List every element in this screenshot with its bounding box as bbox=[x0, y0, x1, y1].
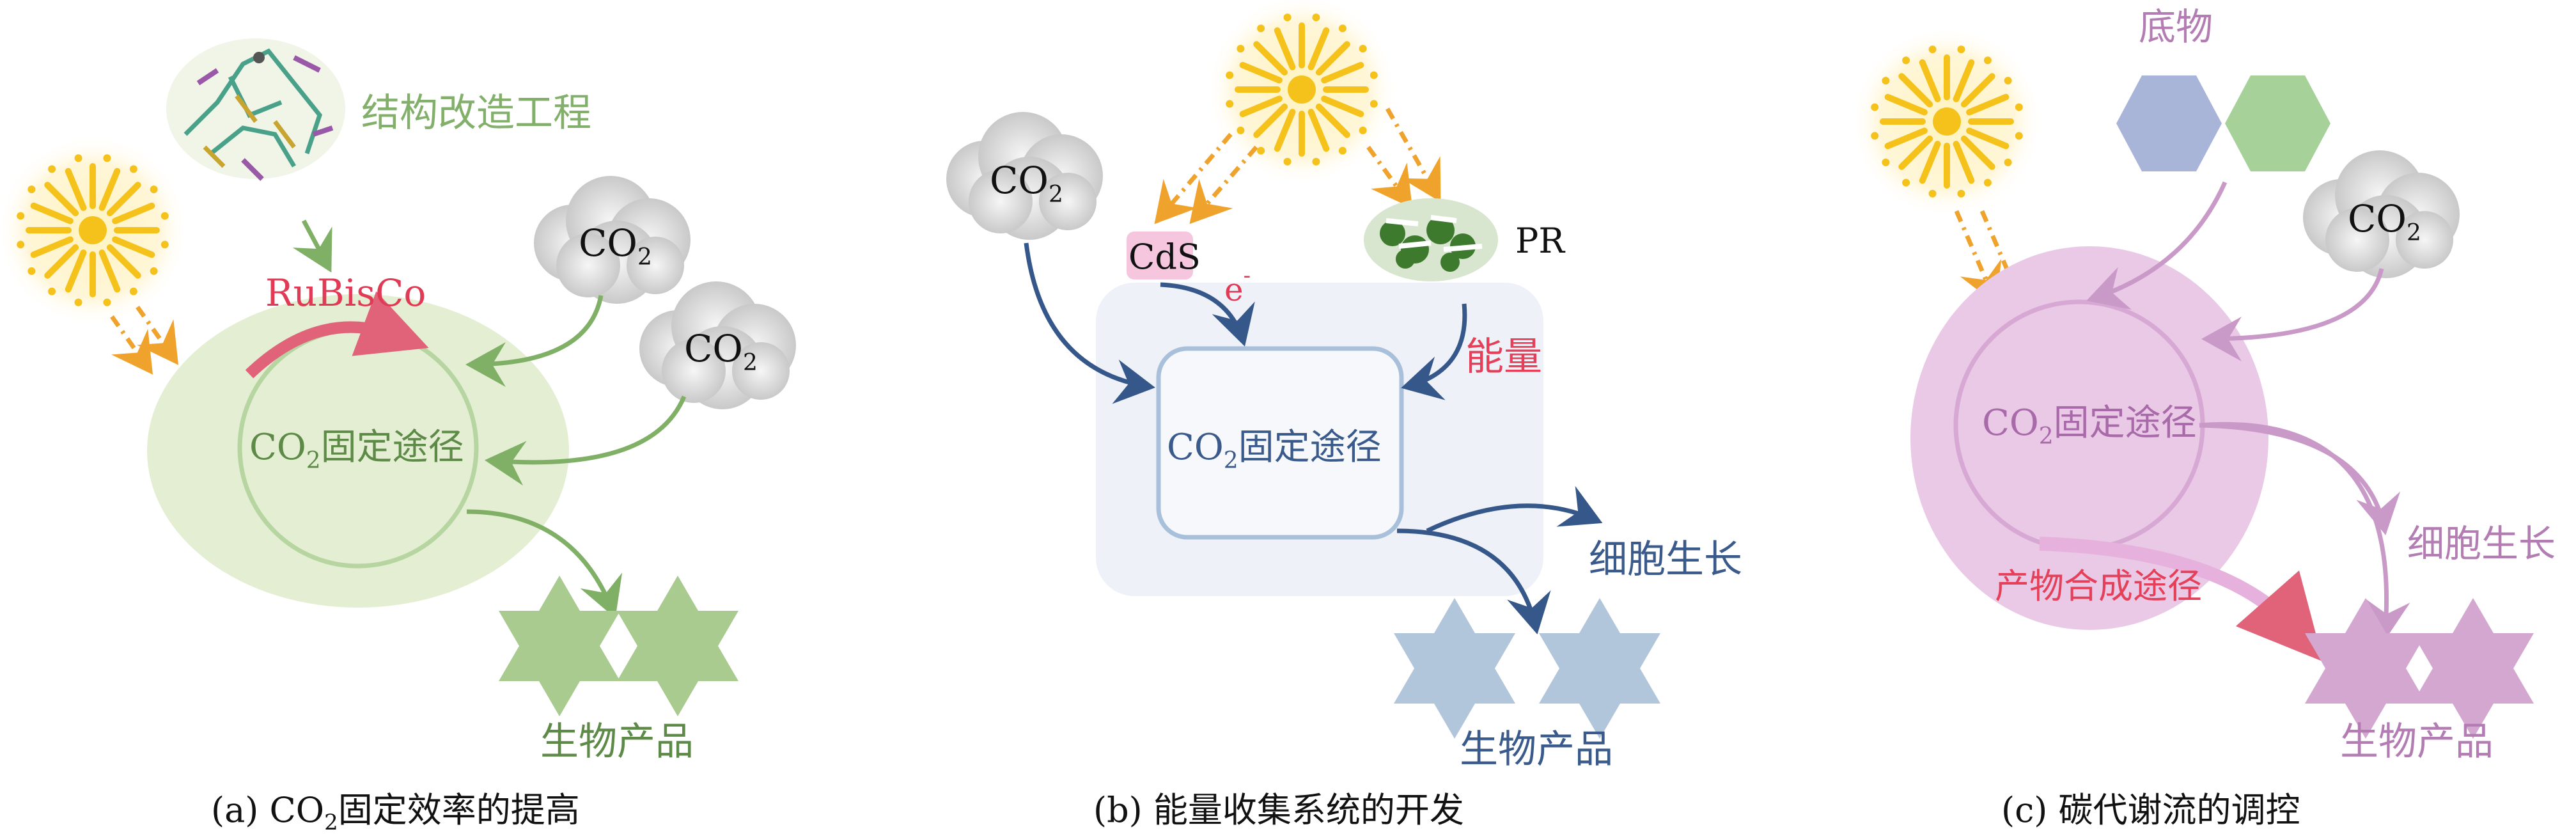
caption-c: (c) 碳代谢流的调控 bbox=[2001, 790, 2300, 830]
products-label: 生物产品 bbox=[540, 720, 694, 764]
products-label: 生物产品 bbox=[2340, 720, 2494, 764]
product-star-icon bbox=[499, 576, 620, 716]
product-star-icon bbox=[2412, 598, 2534, 739]
input-arrows bbox=[1024, 242, 1603, 634]
product-star-icon bbox=[1394, 598, 1515, 739]
pathway-label: CO2固定途径 bbox=[1982, 402, 2197, 450]
synthesis-arrow bbox=[2039, 537, 2323, 662]
co2-label: CO2 bbox=[684, 327, 758, 376]
panel-b: CO2固定途径 CO2 CdS e- PR 能量 细胞生长 bbox=[946, 0, 1742, 830]
growth-label: 细胞生长 bbox=[2407, 522, 2556, 565]
sun-icon bbox=[1851, 26, 2043, 217]
co2-label: CO2 bbox=[990, 159, 1063, 208]
cell-ellipse bbox=[1910, 246, 2268, 630]
substrate-hexagon-icon bbox=[2116, 75, 2222, 171]
caption-a: (a) CO2固定效率的提高 bbox=[211, 790, 580, 834]
energy-label: 能量 bbox=[1465, 334, 1542, 379]
proteorhodopsin-icon bbox=[1364, 198, 1498, 281]
light-arrows bbox=[110, 305, 179, 375]
pr-label: PR bbox=[1515, 221, 1565, 261]
cds-label: CdS bbox=[1128, 237, 1201, 277]
engineering-label: 结构改造工程 bbox=[361, 91, 591, 136]
product-star-icon bbox=[1539, 598, 1660, 739]
pathway-label: CO2固定途径 bbox=[249, 427, 464, 474]
pathway-label: CO2固定途径 bbox=[1167, 427, 1382, 474]
products-label: 生物产品 bbox=[1460, 727, 1613, 772]
panel-a: 结构改造工程 RuBisCo CO2固定途径 CO2 CO2 生物产品 (a) … bbox=[0, 38, 796, 834]
co2-input-arrows bbox=[465, 295, 687, 618]
fixation-box bbox=[1156, 346, 1404, 540]
substrate-label: 底物 bbox=[2139, 5, 2213, 49]
flow-arrows bbox=[2086, 181, 2410, 641]
product-star-icon bbox=[617, 576, 738, 716]
co2-label: CO2 bbox=[579, 221, 652, 271]
co2-label: CO2 bbox=[2348, 197, 2421, 246]
engineering-arrow bbox=[292, 219, 332, 273]
cds-badge bbox=[1127, 232, 1193, 279]
caption-b: (b) 能量收集系统的开发 bbox=[1093, 790, 1464, 830]
growth-label: 细胞生长 bbox=[1589, 537, 1742, 582]
sun-icon bbox=[1206, 0, 1398, 185]
product-star-icon bbox=[2305, 598, 2426, 739]
protein-structure-icon bbox=[166, 38, 345, 181]
sun-icon bbox=[0, 134, 189, 326]
light-arrows bbox=[1154, 107, 1441, 224]
substrate-hexagon-icon bbox=[2225, 75, 2330, 171]
synthesis-label: 产物合成途径 bbox=[1995, 566, 2202, 606]
panel-c: CO2固定途径 底物 CO2 产物合成途径 细胞生长 生物产品 (c) 碳代谢流… bbox=[1851, 5, 2556, 830]
rubisco-arrow bbox=[245, 291, 429, 379]
rubisco-label: RuBisCo bbox=[265, 271, 426, 315]
